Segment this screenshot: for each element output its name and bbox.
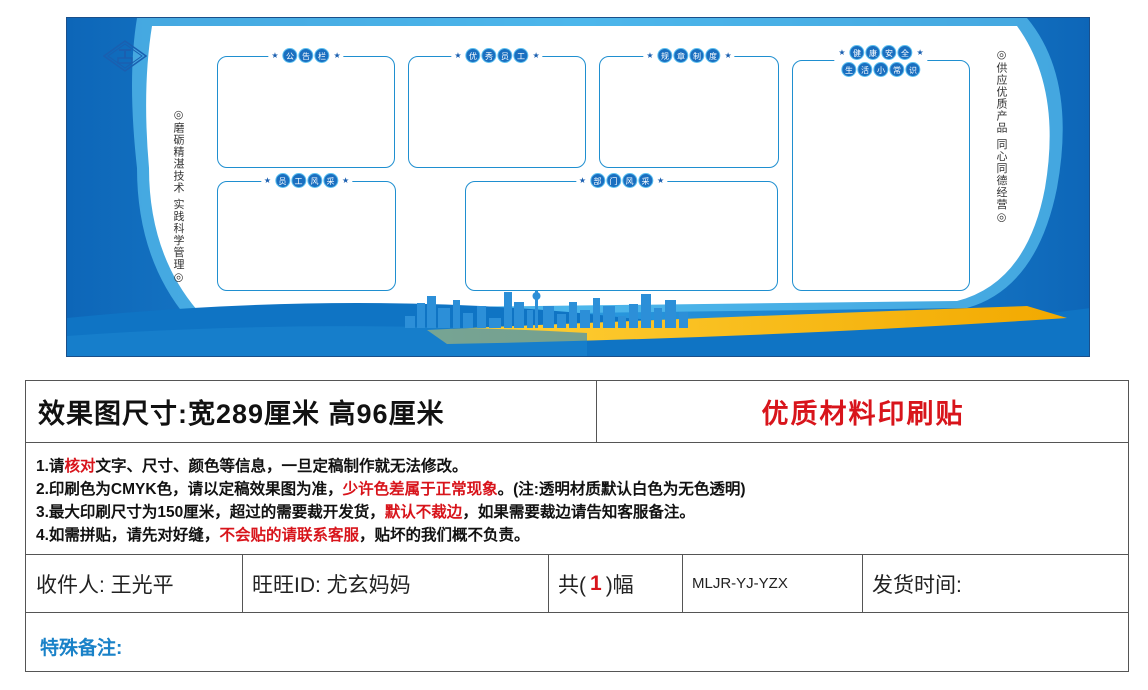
note-line: 2.印刷色为CMYK色，请以定稿效果图为准，少许色差属于正常现象。(注:透明材质… — [36, 478, 746, 501]
note-line: 3.最大印刷尺寸为150厘米，超过的需要裁开发货，默认不裁边，如果需要裁边请告知… — [36, 501, 746, 524]
title-chip: 常 — [889, 62, 905, 77]
right-slogan: ◎供应优质产品 同心同德经营◎ — [995, 48, 1008, 225]
title-chip: 栏 — [314, 48, 330, 63]
divider — [548, 555, 549, 612]
left-slogan: ◎磨砺精湛技术 实践科学管理◎ — [172, 108, 185, 285]
order-details-row: 收件人: 王光平 旺旺ID: 尤玄妈妈 共(1)幅 MLJR-YJ-YZX 发货… — [26, 555, 1128, 613]
title-chip: 小 — [873, 62, 889, 77]
note-text: 4.如需拼贴，请先对好缝， — [36, 527, 220, 544]
display-board-preview: ◎磨砺精湛技术 实践科学管理◎ ◎供应优质产品 同心同德经营◎ ★ 公 告 栏 … — [66, 17, 1090, 357]
size-label: 效果图尺寸:宽289厘米 高96厘米 — [38, 399, 445, 429]
product-code: MLJR-YJ-YZX — [692, 575, 788, 592]
note-text: 文字、尺寸、颜色等信息，一旦定稿制作就无法修改。 — [95, 458, 468, 475]
panel-rules: ★ 规 章 制 度 ★ — [599, 48, 779, 168]
panel-bulletin: ★ 公 告 栏 ★ — [217, 48, 395, 168]
star-icon: ★ — [532, 50, 540, 60]
divider — [682, 555, 683, 612]
title-chip: 章 — [673, 48, 689, 63]
panel-title: ★ 规 章 制 度 ★ — [643, 48, 735, 63]
title-chip: 生 — [841, 62, 857, 77]
piece-count: 共(1)幅 — [548, 555, 682, 612]
title-chip: 康 — [865, 45, 881, 60]
title-chip: 健 — [849, 45, 865, 60]
ship-time-label: 发货时间: — [872, 573, 962, 597]
panel-staff-style: ★ 员 工 风 采 ★ — [217, 173, 396, 291]
title-chip: 安 — [881, 45, 897, 60]
star-icon: ★ — [342, 175, 350, 185]
notes-row: 1.请核对文字、尺寸、颜色等信息，一旦定稿制作就无法修改。2.印刷色为CMYK色… — [26, 443, 1128, 555]
count-suffix: )幅 — [605, 573, 634, 597]
panel-health-safety: ★ 健 康 安 全 ★ 生 活 小 常 识 — [792, 45, 970, 291]
star-icon: ★ — [333, 50, 341, 60]
note-highlight: 不会贴的请联系客服 — [219, 527, 359, 544]
panel-department-style: ★ 部 门 风 采 ★ — [465, 173, 778, 291]
special-remark-label: 特殊备注: — [40, 638, 123, 659]
title-chip: 部 — [590, 173, 605, 188]
title-chip: 员 — [275, 173, 290, 188]
count-prefix: 共( — [558, 573, 586, 597]
title-chip: 工 — [291, 173, 306, 188]
panel-title: ★ 优 秀 员 工 ★ — [451, 48, 543, 63]
order-info-table: 效果图尺寸:宽289厘米 高96厘米 优质材料印刷贴 1.请核对文字、尺寸、颜色… — [25, 380, 1129, 672]
title-chip: 度 — [705, 48, 721, 63]
note-line: 1.请核对文字、尺寸、颜色等信息，一旦定稿制作就无法修改。 — [36, 455, 746, 478]
divider — [596, 381, 597, 442]
title-chip: 门 — [606, 173, 621, 188]
star-icon: ★ — [657, 175, 665, 185]
star-icon: ★ — [724, 50, 732, 60]
star-icon: ★ — [263, 175, 271, 185]
star-icon: ★ — [454, 50, 462, 60]
note-highlight: 少许色差属于正常现象 — [342, 481, 498, 498]
divider — [242, 555, 243, 612]
panel-title: ★ 健 康 安 全 ★ 生 活 小 常 识 — [834, 45, 928, 77]
title-chip: 秀 — [481, 48, 497, 63]
note-text: 1.请 — [36, 458, 65, 475]
panel-title: ★ 员 工 风 采 ★ — [260, 173, 353, 188]
wangwang-id: 旺旺ID: 尤玄妈妈 — [252, 573, 411, 597]
note-highlight: 核对 — [64, 458, 96, 475]
star-icon: ★ — [838, 47, 846, 57]
note-line: 4.如需拼贴，请先对好缝，不会贴的请联系客服，贴坏的我们概不负责。 — [36, 524, 746, 547]
size-row: 效果图尺寸:宽289厘米 高96厘米 优质材料印刷贴 — [26, 381, 1128, 443]
title-chip: 规 — [657, 48, 673, 63]
title-chip: 告 — [298, 48, 314, 63]
panel-title: ★ 部 门 风 采 ★ — [575, 173, 668, 188]
city-skyline-icon — [405, 290, 688, 328]
note-text: ，贴坏的我们概不负责。 — [358, 527, 530, 544]
star-icon: ★ — [916, 47, 924, 57]
title-chip: 员 — [497, 48, 513, 63]
receiver-label: 收件人: 王光平 — [36, 573, 174, 597]
panel-title: ★ 公 告 栏 ★ — [268, 48, 344, 63]
count-value: 1 — [590, 571, 602, 595]
star-icon: ★ — [578, 175, 586, 185]
title-chip: 制 — [689, 48, 705, 63]
notes-list: 1.请核对文字、尺寸、颜色等信息，一旦定稿制作就无法修改。2.印刷色为CMYK色… — [36, 455, 746, 547]
title-chip: 公 — [282, 48, 298, 63]
title-chip: 风 — [307, 173, 322, 188]
note-highlight: 默认不裁边 — [384, 504, 463, 521]
note-text: 3.最大印刷尺寸为150厘米，超过的需要裁开发货， — [36, 504, 385, 521]
title-chip: 工 — [513, 48, 529, 63]
note-text: 。(注:透明材质默认白色为无色透明) — [497, 481, 746, 498]
material-label: 优质材料印刷贴 — [761, 399, 965, 429]
title-chip: 活 — [857, 62, 873, 77]
divider — [862, 555, 863, 612]
title-chip: 识 — [905, 62, 921, 77]
star-icon: ★ — [271, 50, 279, 60]
remark-row: 特殊备注: — [26, 613, 1128, 673]
star-icon: ★ — [646, 50, 654, 60]
title-chip: 采 — [638, 173, 653, 188]
title-chip: 全 — [897, 45, 913, 60]
note-text: ，如果需要裁边请告知客服备注。 — [462, 504, 695, 521]
panel-excellent-staff: ★ 优 秀 员 工 ★ — [408, 48, 586, 168]
title-chip: 风 — [622, 173, 637, 188]
title-chip: 优 — [465, 48, 481, 63]
note-text: 2.印刷色为CMYK色，请以定稿效果图为准， — [36, 481, 343, 498]
title-chip: 采 — [323, 173, 338, 188]
